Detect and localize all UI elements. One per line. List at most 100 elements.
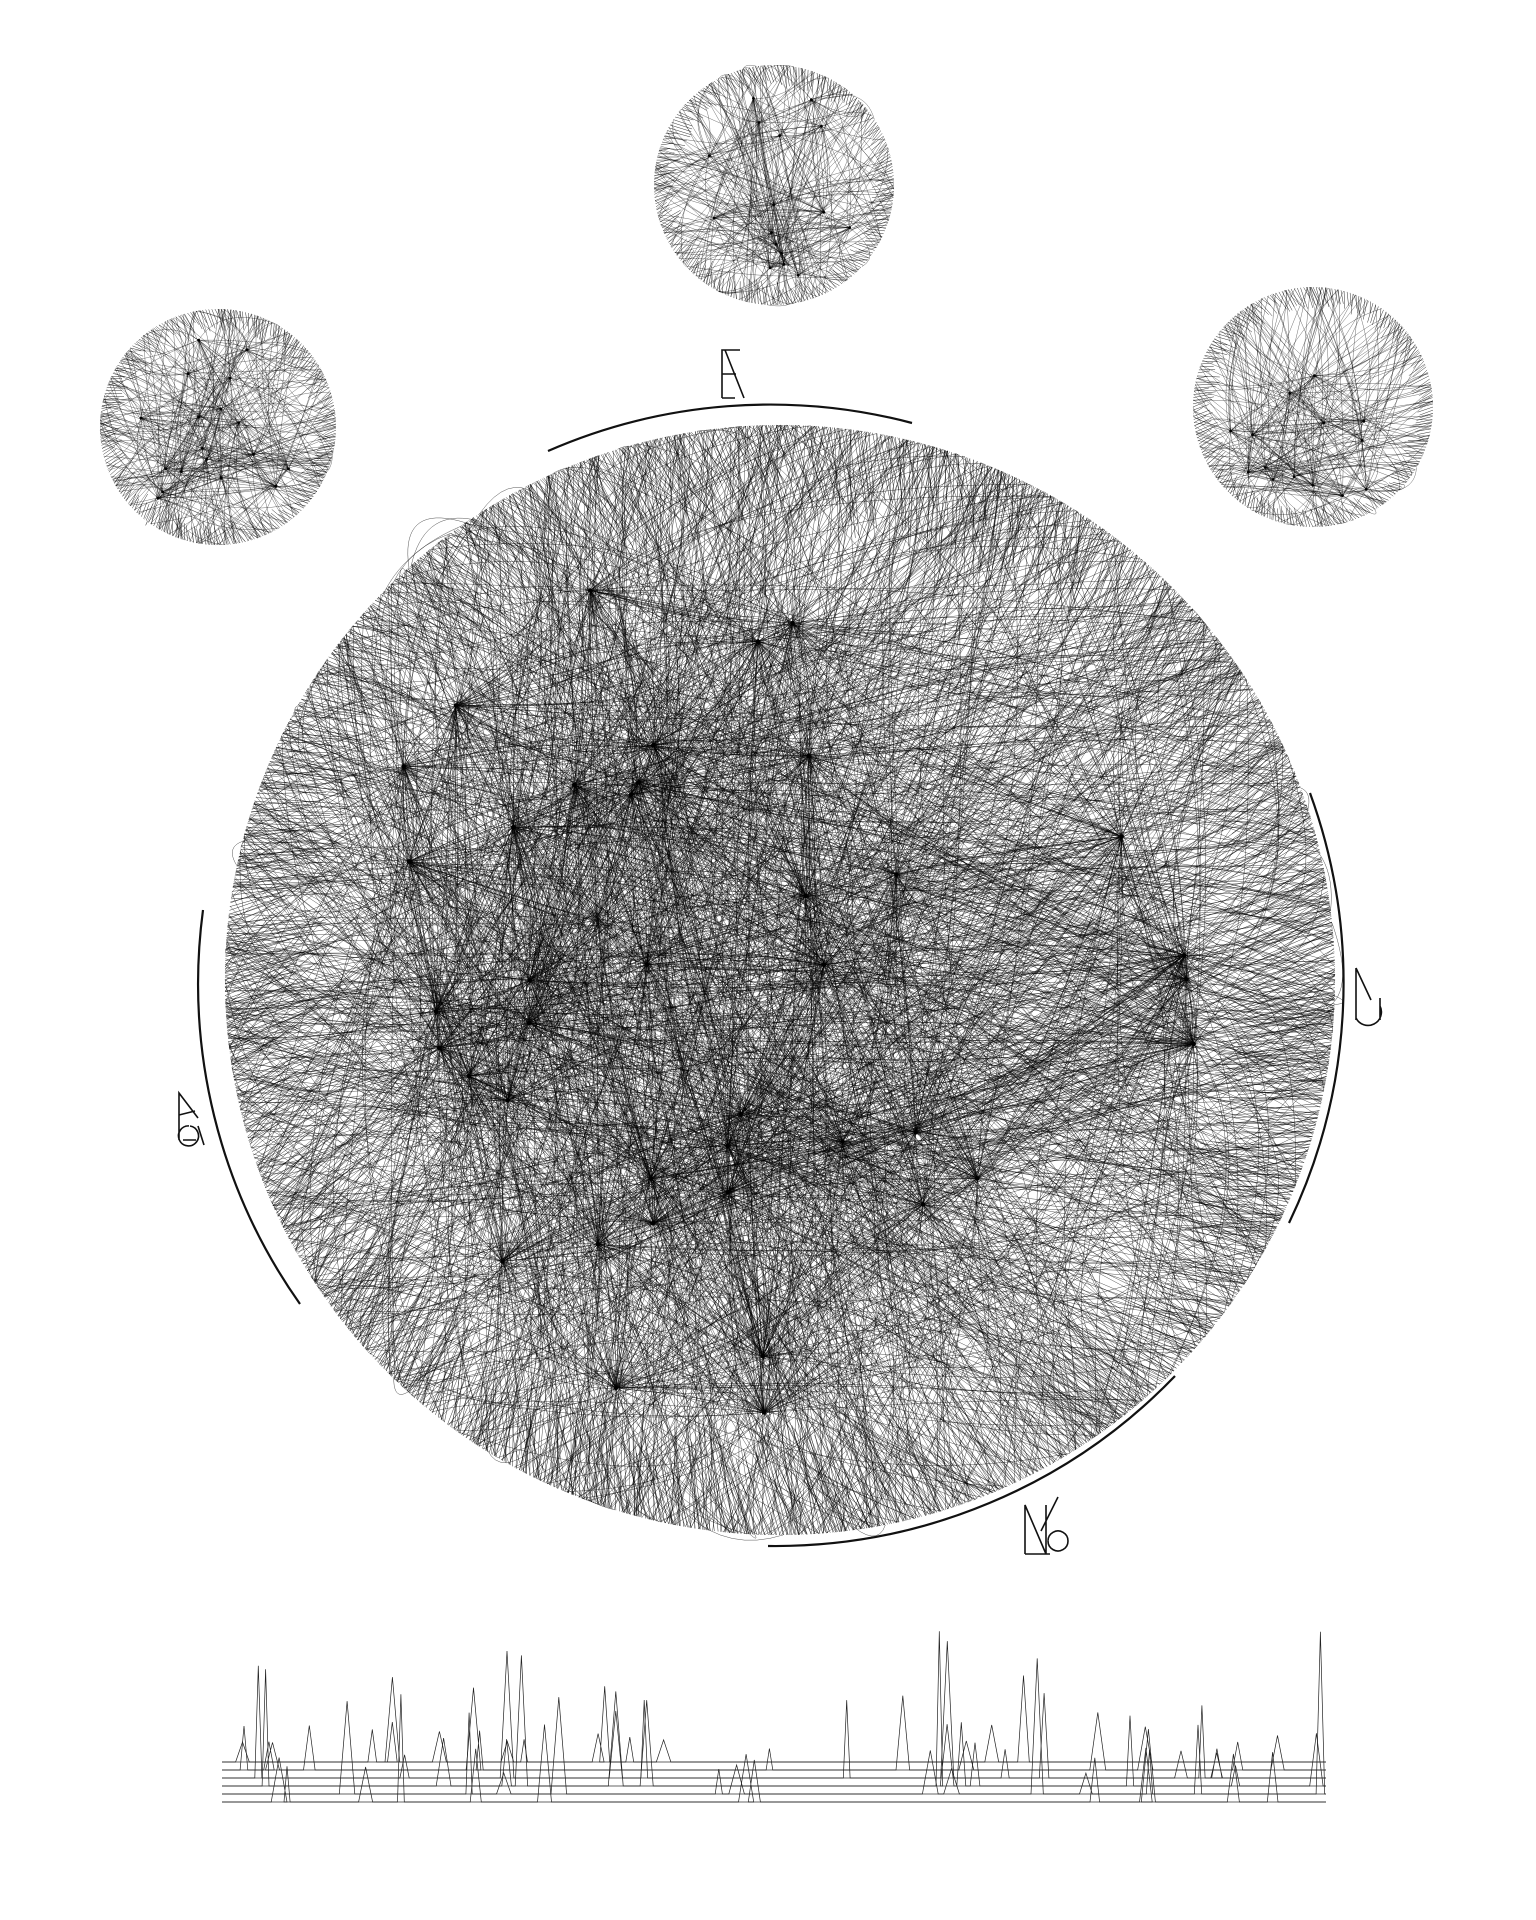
network-right	[1192, 286, 1434, 528]
section-arc-top	[547, 403, 913, 453]
hub-node	[1313, 374, 1316, 377]
hub-node	[648, 1176, 654, 1182]
hub-node	[186, 372, 190, 376]
hub-node	[803, 893, 808, 899]
hub-node	[205, 457, 209, 461]
hub-node	[595, 1242, 601, 1247]
hub-node	[1191, 1041, 1196, 1047]
hub-node	[274, 484, 278, 488]
hub-node	[1264, 466, 1267, 469]
hub-node	[1251, 433, 1254, 437]
hub-node	[1362, 419, 1366, 423]
hub-node	[1292, 475, 1296, 478]
hub-node	[848, 226, 851, 230]
hub-node	[725, 1190, 730, 1195]
signal-trace	[222, 1631, 1326, 1787]
hub-node	[1322, 421, 1326, 425]
section-arc-bottom	[767, 1375, 1176, 1548]
hub-node	[820, 124, 823, 128]
hub-node	[466, 1074, 472, 1079]
hub-node	[755, 639, 761, 644]
section-arc-left	[197, 909, 301, 1305]
hub-node	[219, 476, 223, 480]
hub-node	[433, 1009, 439, 1014]
hub-node	[840, 1139, 845, 1144]
hub-node	[237, 421, 241, 425]
signal-trace	[222, 1641, 1326, 1779]
hub-node	[796, 273, 800, 277]
hub-node	[760, 1354, 765, 1359]
hub-node	[1288, 391, 1292, 395]
hub-node	[761, 1410, 767, 1415]
hub-node	[1119, 834, 1124, 839]
hub-node	[197, 415, 201, 419]
hub-node	[588, 588, 593, 593]
network-rim	[653, 64, 895, 306]
left-monogram	[177, 1090, 205, 1147]
hub-node	[526, 1020, 532, 1026]
hub-node	[1360, 439, 1364, 442]
hub-node	[527, 978, 532, 983]
hub-node	[500, 1259, 505, 1264]
hub-node	[778, 134, 781, 138]
hub-node	[768, 266, 772, 270]
main-network-circle	[224, 424, 1344, 1541]
hub-node	[180, 470, 183, 473]
signal-trace	[222, 1631, 1326, 1795]
hub-node	[228, 376, 232, 380]
hub-node	[790, 620, 795, 626]
hub-node	[1182, 953, 1187, 958]
hub-node	[821, 962, 827, 967]
signal-trace	[222, 1675, 1326, 1763]
hub-node	[738, 1112, 744, 1117]
hub-node	[708, 154, 711, 158]
network-edges	[224, 424, 1344, 1541]
hub-node	[921, 1202, 926, 1207]
hub-node	[975, 1176, 980, 1181]
hub-node	[894, 872, 899, 877]
hub-node	[572, 782, 577, 787]
hub-node	[401, 764, 406, 769]
hub-node	[651, 742, 656, 748]
network-rim	[99, 308, 337, 546]
signal-strip	[222, 1631, 1326, 1803]
network-rim	[1192, 286, 1434, 528]
hub-node	[287, 467, 290, 471]
hub-node	[1311, 484, 1315, 487]
hub-node	[757, 121, 761, 124]
strip-baselines	[222, 1761, 1326, 1803]
hub-node	[644, 962, 649, 967]
signal-trace	[222, 1694, 1326, 1803]
hub-node	[1341, 494, 1344, 497]
hub-node	[752, 97, 755, 100]
hub-node	[782, 263, 786, 266]
hub-node	[712, 216, 716, 220]
hub-node	[219, 407, 223, 411]
hub-node	[437, 1045, 442, 1051]
hub-node	[252, 452, 256, 456]
hub-node	[156, 496, 160, 500]
hub-node	[772, 203, 776, 207]
hub-node	[1229, 429, 1232, 433]
network-edges	[653, 64, 895, 307]
hub-node	[505, 1098, 510, 1103]
network-edges	[1192, 286, 1433, 528]
hub-node	[1246, 470, 1250, 474]
network-top	[653, 64, 895, 307]
hub-node	[628, 792, 634, 797]
hub-node	[806, 753, 811, 759]
network-edges	[99, 308, 337, 546]
hub-node	[1184, 977, 1189, 982]
hub-node	[511, 825, 516, 830]
hub-node	[245, 348, 249, 351]
hub-node	[197, 338, 201, 342]
hub-node	[636, 779, 641, 785]
top-monogram	[721, 349, 745, 399]
hub-node	[780, 251, 783, 255]
hub-node	[650, 1221, 656, 1226]
hub-node	[725, 1143, 730, 1149]
hub-node	[453, 703, 459, 708]
hub-node	[1271, 478, 1275, 481]
hub-node	[613, 1385, 619, 1391]
hub-node	[164, 467, 168, 471]
